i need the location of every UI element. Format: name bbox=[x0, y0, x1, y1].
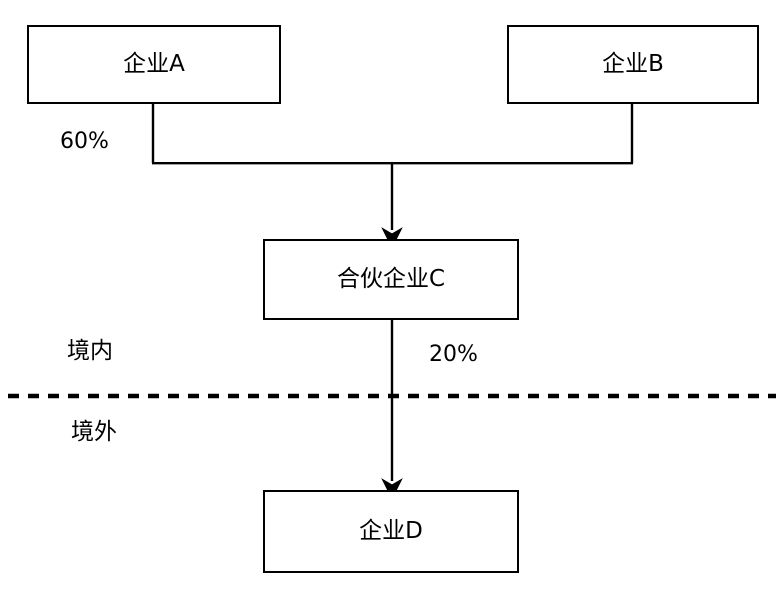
edge-label-c-to-d: 20% bbox=[429, 342, 478, 367]
region-label-overseas: 境外 bbox=[71, 419, 117, 445]
node-enterprise-a[interactable]: 企业A bbox=[27, 25, 281, 104]
node-partnership-c[interactable]: 合伙企业C bbox=[263, 239, 519, 320]
region-label-domestic: 境内 bbox=[67, 338, 113, 364]
edge-label-a-to-c: 60% bbox=[60, 129, 109, 154]
node-partnership-c-label: 合伙企业C bbox=[336, 266, 446, 292]
node-enterprise-b[interactable]: 企业B bbox=[507, 25, 759, 104]
node-enterprise-d-label: 企业D bbox=[359, 518, 423, 544]
node-enterprise-b-label: 企业B bbox=[602, 51, 664, 77]
node-enterprise-a-label: 企业A bbox=[123, 51, 185, 77]
node-enterprise-d[interactable]: 企业D bbox=[263, 490, 519, 573]
